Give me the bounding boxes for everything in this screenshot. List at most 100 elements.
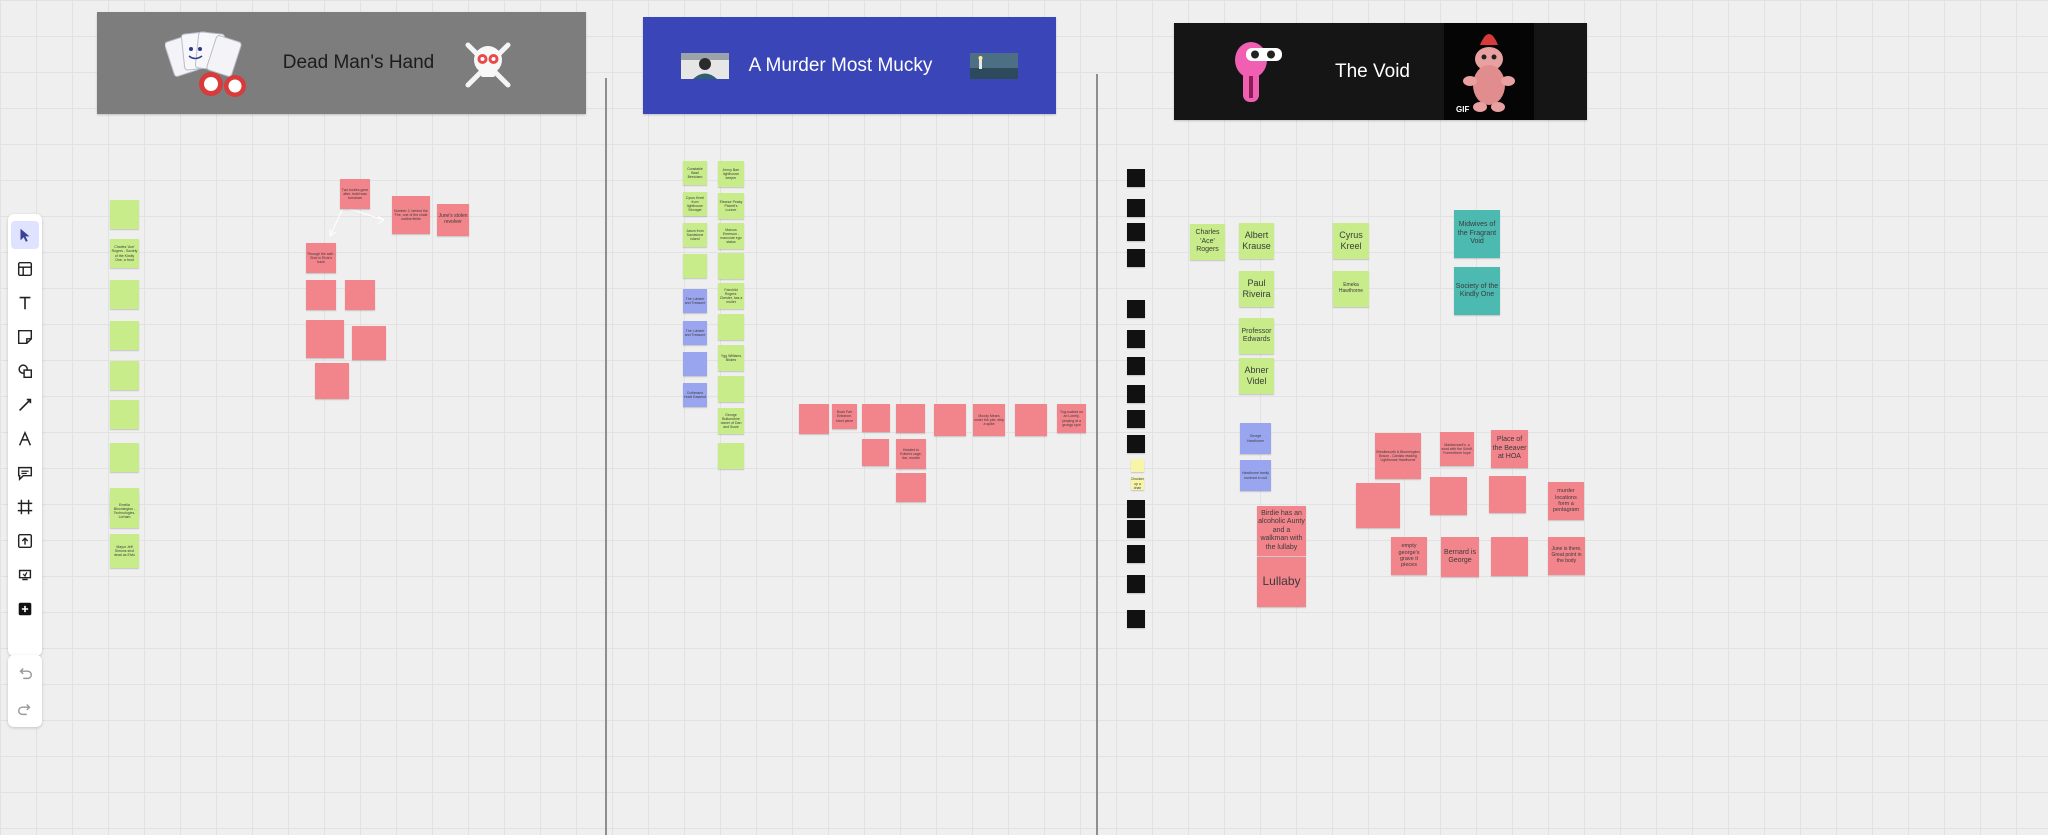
sticky-note[interactable] xyxy=(110,280,139,309)
sticky-note[interactable] xyxy=(1489,476,1526,513)
sticky-note[interactable]: Mayor Jeff Simons shot dead as Elvis xyxy=(110,534,139,568)
sticky-note[interactable] xyxy=(1127,199,1145,217)
sticky-note[interactable] xyxy=(1430,477,1467,515)
sticky-note[interactable]: George Hawthorne xyxy=(1240,423,1271,454)
sticky-note[interactable] xyxy=(315,363,349,399)
sticky-note[interactable] xyxy=(1127,249,1145,267)
sticky-note[interactable]: Midwives of the Fragrant Void xyxy=(1454,210,1500,258)
sticky-note-icon[interactable] xyxy=(11,323,39,351)
sticky-note[interactable]: Chucked up a chair xyxy=(1131,477,1144,490)
sticky-note[interactable]: empty george's grave it pieces xyxy=(1391,537,1427,575)
sticky-note[interactable]: Abner Videl xyxy=(1239,358,1274,394)
sticky-note[interactable]: Jenny Barr lighthouse keeper xyxy=(718,161,744,187)
sticky-note[interactable] xyxy=(718,443,744,469)
pen-icon[interactable] xyxy=(11,391,39,419)
shapes-icon[interactable] xyxy=(11,357,39,385)
sticky-note[interactable] xyxy=(934,404,966,436)
sticky-note[interactable] xyxy=(799,404,829,434)
sticky-note[interactable]: Paul Riveira xyxy=(1239,271,1274,307)
sticky-note[interactable]: Birdie has an alcoholic Aunty and a walk… xyxy=(1257,506,1306,556)
sticky-note[interactable]: Lullaby xyxy=(1257,557,1306,607)
sticky-note[interactable]: Moody Mears under the pier, strip a spik… xyxy=(973,404,1005,436)
sticky-note[interactable] xyxy=(1131,459,1144,472)
sticky-note[interactable] xyxy=(1127,410,1145,428)
frame-header-the-void[interactable]: The Void GIF xyxy=(1174,23,1587,120)
sticky-note[interactable] xyxy=(352,326,386,360)
sticky-note[interactable]: Charles 'Ace' Rogers - Society of the Ki… xyxy=(110,239,139,268)
sticky-note[interactable] xyxy=(1127,330,1145,348)
sticky-note[interactable]: Brindleworth & Bloomington Boson - Cardi… xyxy=(1375,433,1421,479)
sticky-note[interactable]: Charles 'Ace' Rogers xyxy=(1190,224,1225,260)
sticky-note[interactable]: Number 2, behind the Fire, one of the ch… xyxy=(392,196,430,234)
sticky-note[interactable] xyxy=(345,280,375,310)
sticky-note[interactable] xyxy=(1127,435,1145,453)
sticky-note[interactable] xyxy=(683,254,707,278)
frame-header-a-murder-most-mucky[interactable]: A Murder Most Mucky xyxy=(643,17,1056,114)
sticky-note[interactable]: Through the wall - Shot in Elvis's back xyxy=(306,243,336,273)
apps-icon[interactable] xyxy=(11,561,39,589)
sticky-note[interactable]: Fairchild Rogers: Chester, has a mullet xyxy=(718,283,744,309)
sticky-note[interactable] xyxy=(1127,385,1145,403)
sticky-note[interactable] xyxy=(718,253,744,279)
sticky-note[interactable]: Emelia Bloomington - Technologies, Lorha… xyxy=(110,494,139,528)
sticky-note[interactable]: Headed to Edwin's cage, dar, murder xyxy=(896,439,926,469)
gif-sticker[interactable]: GIF xyxy=(1444,23,1534,120)
sticky-note[interactable]: Professor Edwards xyxy=(1239,318,1274,354)
sticky-note[interactable]: Ygg Williams Blokes xyxy=(718,345,744,371)
sticky-note[interactable] xyxy=(306,320,344,358)
upload-icon[interactable] xyxy=(11,527,39,555)
sticky-note[interactable] xyxy=(1127,575,1145,593)
add-icon[interactable] xyxy=(11,595,39,623)
sticky-note[interactable] xyxy=(683,352,707,376)
sticky-note[interactable] xyxy=(110,321,139,350)
sticky-note[interactable] xyxy=(110,361,139,390)
sticky-note[interactable]: Jason from Sandstone island xyxy=(683,223,707,247)
sticky-note[interactable] xyxy=(1356,483,1400,528)
sticky-note[interactable] xyxy=(1127,300,1145,318)
sticky-note[interactable]: June's stolen revolver xyxy=(437,204,469,236)
sticky-note[interactable]: Two bodies gone after, hotel was turndow… xyxy=(340,179,370,209)
sticky-note[interactable]: Marcus Emerson - mancode ego status xyxy=(718,223,744,249)
sticky-note[interactable]: Emeka Hawthorne xyxy=(1333,271,1369,307)
sticky-note[interactable] xyxy=(718,376,744,402)
redo-icon[interactable] xyxy=(11,695,39,723)
sticky-note[interactable] xyxy=(862,404,890,432)
sticky-note[interactable] xyxy=(1127,223,1145,241)
sticky-note[interactable]: Constable Basil Beecham xyxy=(683,161,707,185)
comment-icon[interactable] xyxy=(11,459,39,487)
sticky-note[interactable]: George Buttonshire owner of Dan and Susi… xyxy=(718,408,744,434)
sticky-note[interactable] xyxy=(306,280,336,310)
sticky-note[interactable]: Cyrus Kreel xyxy=(1333,223,1369,259)
sticky-note[interactable] xyxy=(896,473,926,502)
sticky-note[interactable] xyxy=(1015,404,1047,436)
sticky-note[interactable] xyxy=(1127,357,1145,375)
sticky-note[interactable]: The Lobster and Treasure xyxy=(683,289,707,313)
sticky-note[interactable] xyxy=(1127,520,1145,538)
sticky-note[interactable]: Gothmans Hotel Eastend xyxy=(683,383,707,407)
sticky-note[interactable]: Tug-sucked on an Lonely, jumping at a gr… xyxy=(1057,404,1086,433)
sticky-note[interactable]: murder locations form a pentagram xyxy=(1548,482,1584,520)
sticky-note[interactable]: Place of the Beaver at HOA xyxy=(1491,430,1528,468)
sticky-note[interactable] xyxy=(1127,169,1145,187)
frame-icon[interactable] xyxy=(11,493,39,521)
sticky-note[interactable] xyxy=(862,439,889,466)
sticky-note[interactable]: The Lobster and Treasure xyxy=(683,321,707,345)
sticky-note[interactable] xyxy=(718,314,744,340)
sticky-note[interactable] xyxy=(1127,610,1145,628)
sticky-note[interactable]: Hawthorne family involved in cult xyxy=(1240,460,1271,491)
sticky-note[interactable] xyxy=(1491,537,1528,576)
templates-icon[interactable] xyxy=(11,255,39,283)
sticky-note[interactable]: Eleanor Peaky Pickett's Lunner xyxy=(718,193,744,219)
sticky-note[interactable]: Book Fair Entrance, short piece xyxy=(832,404,857,429)
sticky-note[interactable] xyxy=(1127,545,1145,563)
sticky-note[interactable]: June is there. Great point in the body xyxy=(1548,537,1585,575)
sticky-note[interactable] xyxy=(896,404,925,433)
sticky-note[interactable]: Cyrus Kreel from lighthouse Stronger xyxy=(683,192,707,216)
sticky-note[interactable] xyxy=(110,200,139,229)
sticky-note[interactable]: Maidservant's, a word with the Schiff, F… xyxy=(1440,432,1474,466)
frame-header-dead-mans-hand[interactable]: Dead Man's Hand xyxy=(97,12,586,114)
sticky-note[interactable] xyxy=(110,443,139,472)
arrow-icon[interactable] xyxy=(11,425,39,453)
text-icon[interactable] xyxy=(11,289,39,317)
sticky-note[interactable] xyxy=(1127,500,1145,518)
